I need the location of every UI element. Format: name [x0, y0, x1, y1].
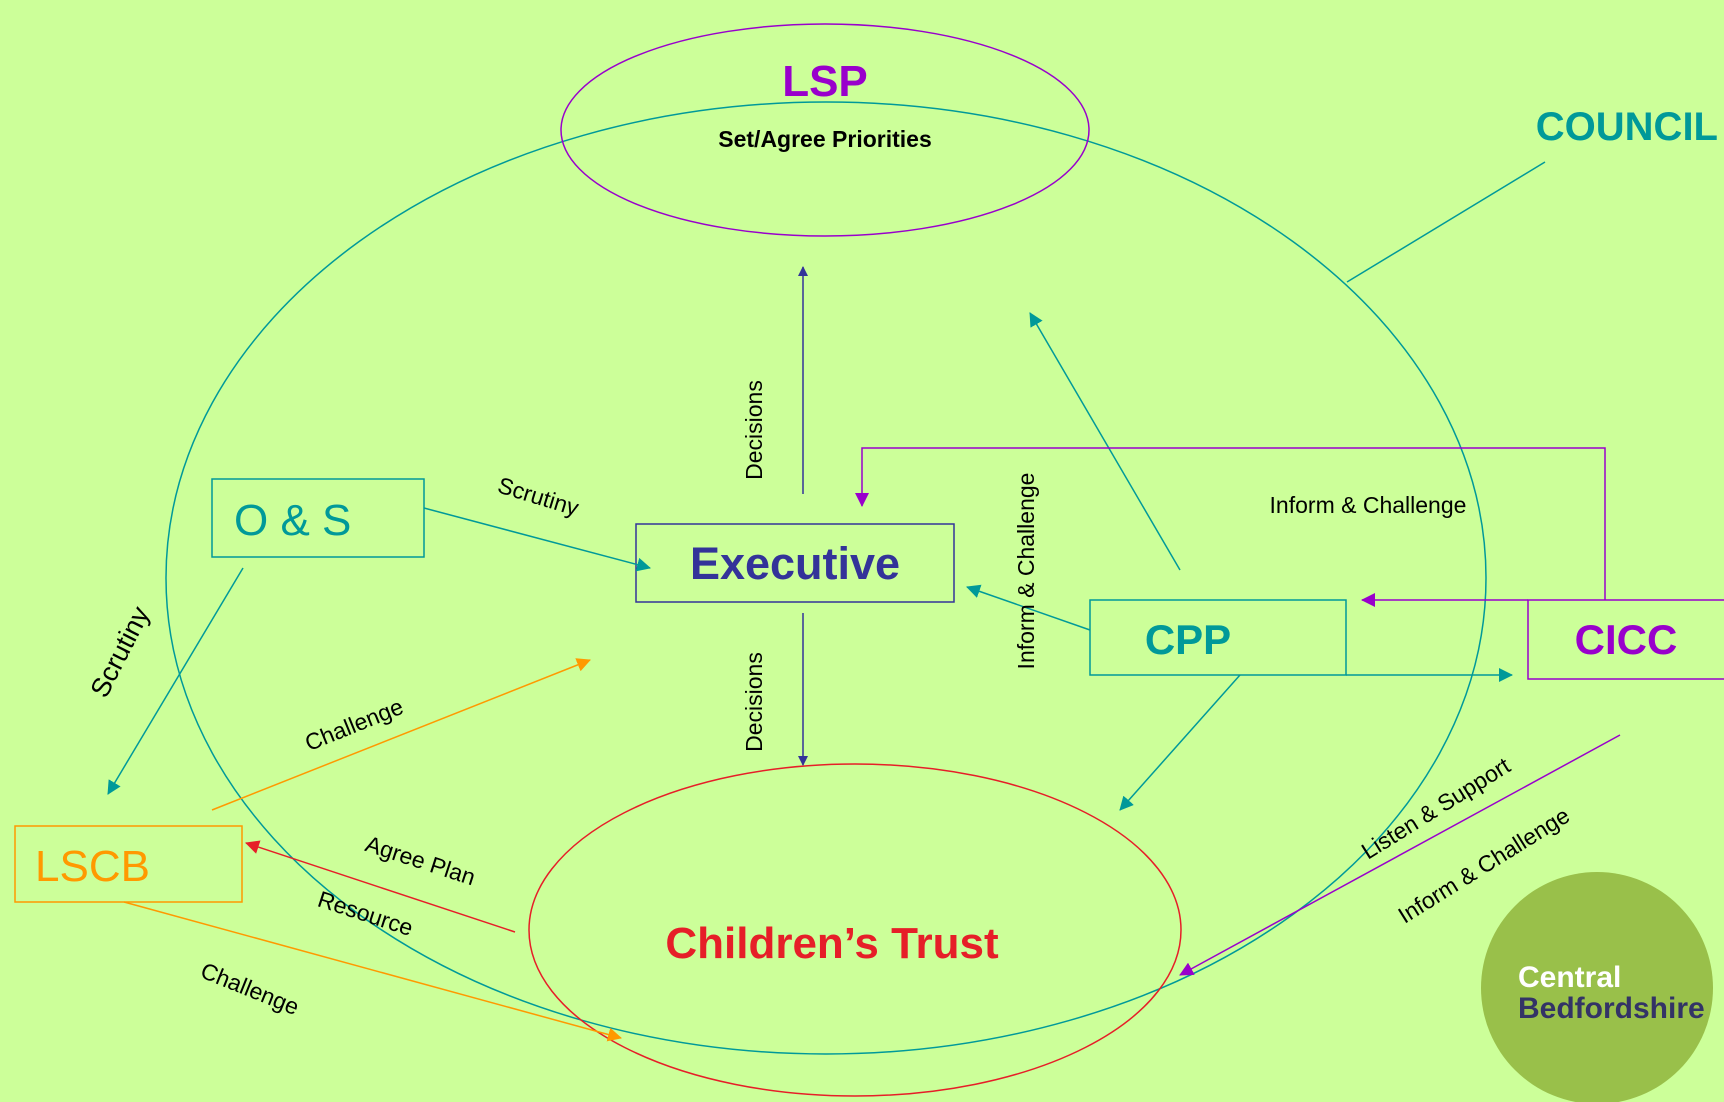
challenge-lscb-exec-arrow: [211, 658, 591, 811]
challenge-lscb-trust-label: Challenge: [197, 957, 303, 1020]
agree-plan-label: Agree Plan: [362, 830, 478, 890]
logo-line1: Central: [1518, 961, 1621, 994]
lsp-label: LSP: [782, 57, 868, 106]
lsp-sublabel: Set/Agree Priorities: [718, 126, 931, 152]
decisions-down-label: Decisions: [741, 652, 767, 752]
scrutiny-os-lscb-label: Scrutiny: [84, 601, 155, 702]
challenge-lscb-trust-arrow: [123, 901, 622, 1042]
agree-plan-arrow: [245, 840, 516, 933]
lscb-box[interactable]: [14, 825, 243, 903]
inform-challenge-cpp-exec-label: Inform & Challenge: [1013, 473, 1039, 670]
cpp-label: CPP: [1145, 616, 1231, 663]
lsp-ellipse: [560, 23, 1090, 237]
logo-line2: Bedfordshire: [1518, 992, 1705, 1025]
central-bedfordshire-logo: Central Bedfordshire: [1481, 872, 1713, 1102]
council-ellipse: [165, 101, 1487, 1055]
os-label: O & S: [234, 496, 351, 545]
cpp-exec-arrow: [966, 584, 1091, 631]
cicc-trust-arrow: [1179, 734, 1621, 976]
inform-challenge-cicc-exec-label: Inform & Challenge: [1270, 492, 1467, 518]
cpp-trust-arrow: [1119, 674, 1241, 811]
childrens-trust-label: Children’s Trust: [665, 919, 999, 968]
os-box[interactable]: [211, 478, 425, 558]
lscb-label: LSCB: [35, 842, 150, 891]
cpp-box[interactable]: [1089, 599, 1347, 676]
challenge-lscb-exec-label: Challenge: [301, 693, 407, 756]
scrutiny-os-exec-arrow: [423, 507, 651, 572]
cicc-box[interactable]: [1527, 599, 1724, 680]
cpp-lsp-arrow: [1029, 312, 1181, 571]
decisions-up-label: Decisions: [741, 380, 767, 480]
scrutiny-os-exec-label: Scrutiny: [495, 472, 583, 521]
childrens-trust-ellipse: [528, 763, 1182, 1097]
council-pointer-line: [1346, 161, 1546, 283]
executive-label: Executive: [690, 538, 900, 589]
council-label: COUNCIL: [1536, 105, 1718, 149]
logo-circle: [1481, 872, 1713, 1102]
cicc-exec-arrow: [855, 447, 1606, 600]
cicc-label: CICC: [1575, 616, 1678, 663]
scrutiny-os-lscb-arrow: [107, 567, 244, 795]
